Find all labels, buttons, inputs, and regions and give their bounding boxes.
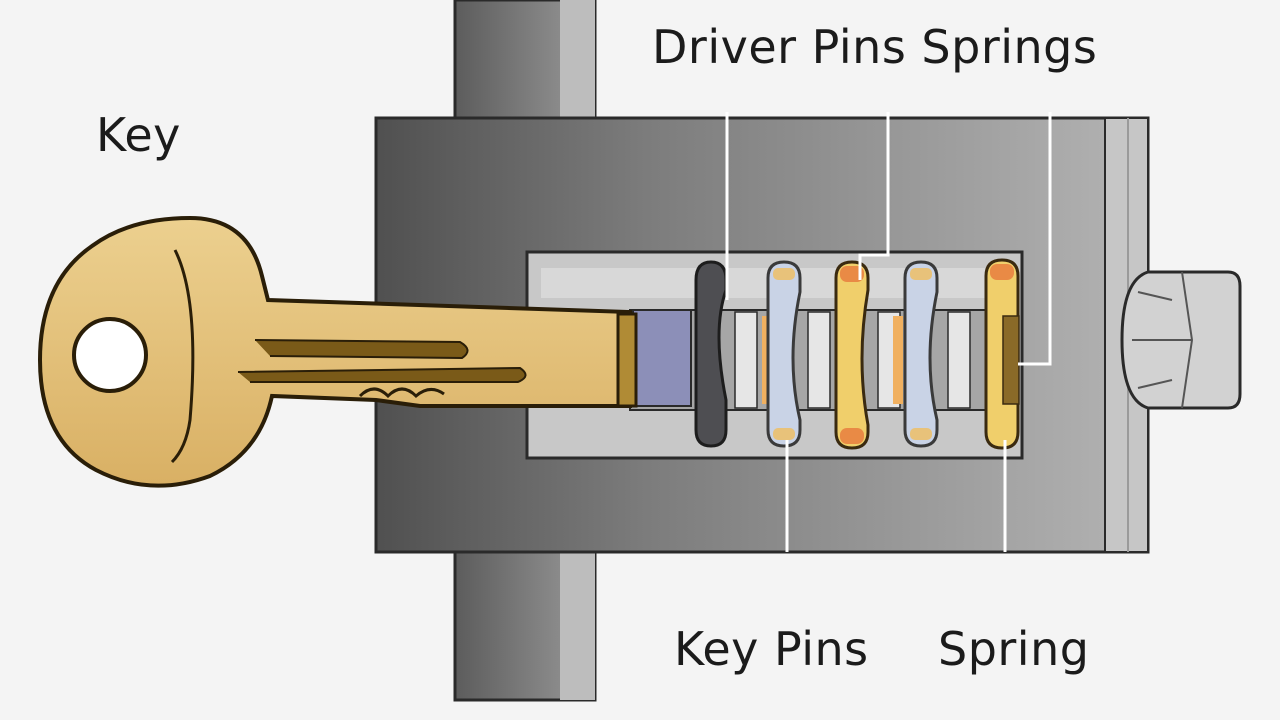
key-label: Key	[96, 108, 181, 162]
driver-pins-springs-label: Driver Pins Springs	[652, 20, 1098, 74]
cam-icon	[1120, 270, 1242, 410]
key-pin-1	[766, 260, 802, 448]
spring-label: Spring	[938, 622, 1090, 676]
driver-pin-dark	[694, 260, 728, 448]
leader-lines	[725, 112, 1052, 552]
pin-stack	[694, 258, 1020, 450]
key-pin-2	[903, 260, 939, 448]
driver-pin-orange	[834, 260, 870, 450]
key-pins-label: Key Pins	[674, 622, 869, 676]
key-icon	[37, 215, 638, 488]
